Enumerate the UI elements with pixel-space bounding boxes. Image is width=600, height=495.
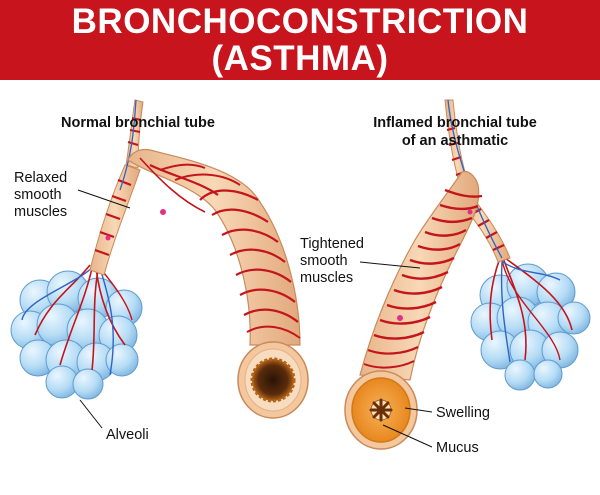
title-line-2: (ASTHMA)	[211, 39, 389, 78]
left-heading: Normal bronchial tube	[61, 115, 215, 131]
swelling-leader	[404, 407, 433, 413]
bronchial-illustration	[10, 99, 591, 450]
tightened-muscles-label-1: Tightened	[300, 236, 364, 252]
relaxed-muscles-label-1: Relaxed	[14, 170, 68, 186]
relaxed-muscles-label-2: smooth	[14, 187, 62, 203]
left-bronchial-tube	[105, 148, 309, 419]
title-banner: BRONCHOCONSTRICTION (ASTHMA)	[0, 0, 600, 80]
mucus-label: Mucus	[436, 440, 479, 456]
tightened-muscles-label-2: smooth	[300, 253, 348, 269]
relaxed-muscles-label-3: muscles	[14, 204, 68, 220]
tightened-muscles-label-3: muscles	[300, 270, 354, 286]
left-alveoli-cluster	[10, 264, 143, 400]
alveoli-leader	[79, 399, 103, 429]
right-heading-line-2: of an asthmatic	[401, 133, 509, 149]
callout-lines	[77, 189, 433, 448]
alveoli-label: Alveoli	[106, 427, 149, 443]
right-bronchial-tube	[344, 170, 483, 450]
right-heading-line-1: Inflamed bronchial tube	[373, 115, 537, 131]
swelling-label: Swelling	[436, 405, 490, 421]
right-alveoli-cluster	[470, 257, 591, 391]
title-line-1: BRONCHOCONSTRICTION	[71, 2, 529, 41]
left-bronchial-branch	[89, 99, 144, 276]
mucus-leader	[382, 424, 433, 448]
tightened-muscles-leader	[359, 261, 421, 269]
relaxed-muscles-leader	[77, 189, 131, 209]
